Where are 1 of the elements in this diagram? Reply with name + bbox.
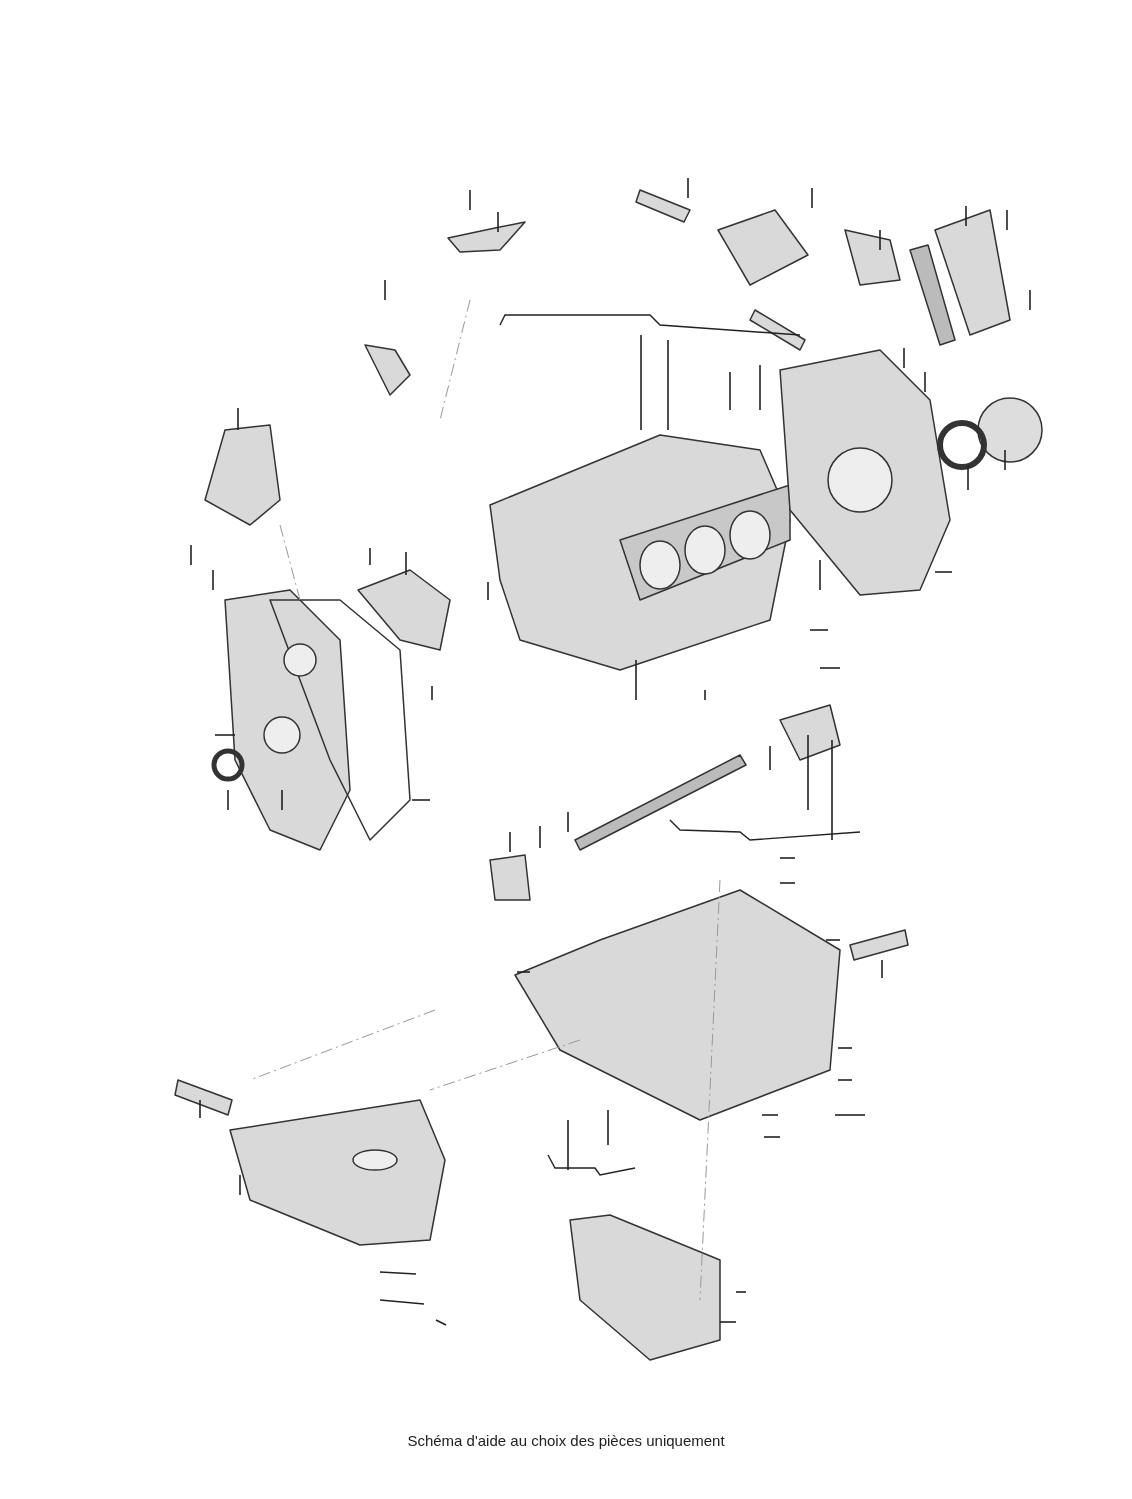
caption: Schéma d'aide au choix des pièces uniquement [407, 1431, 725, 1451]
